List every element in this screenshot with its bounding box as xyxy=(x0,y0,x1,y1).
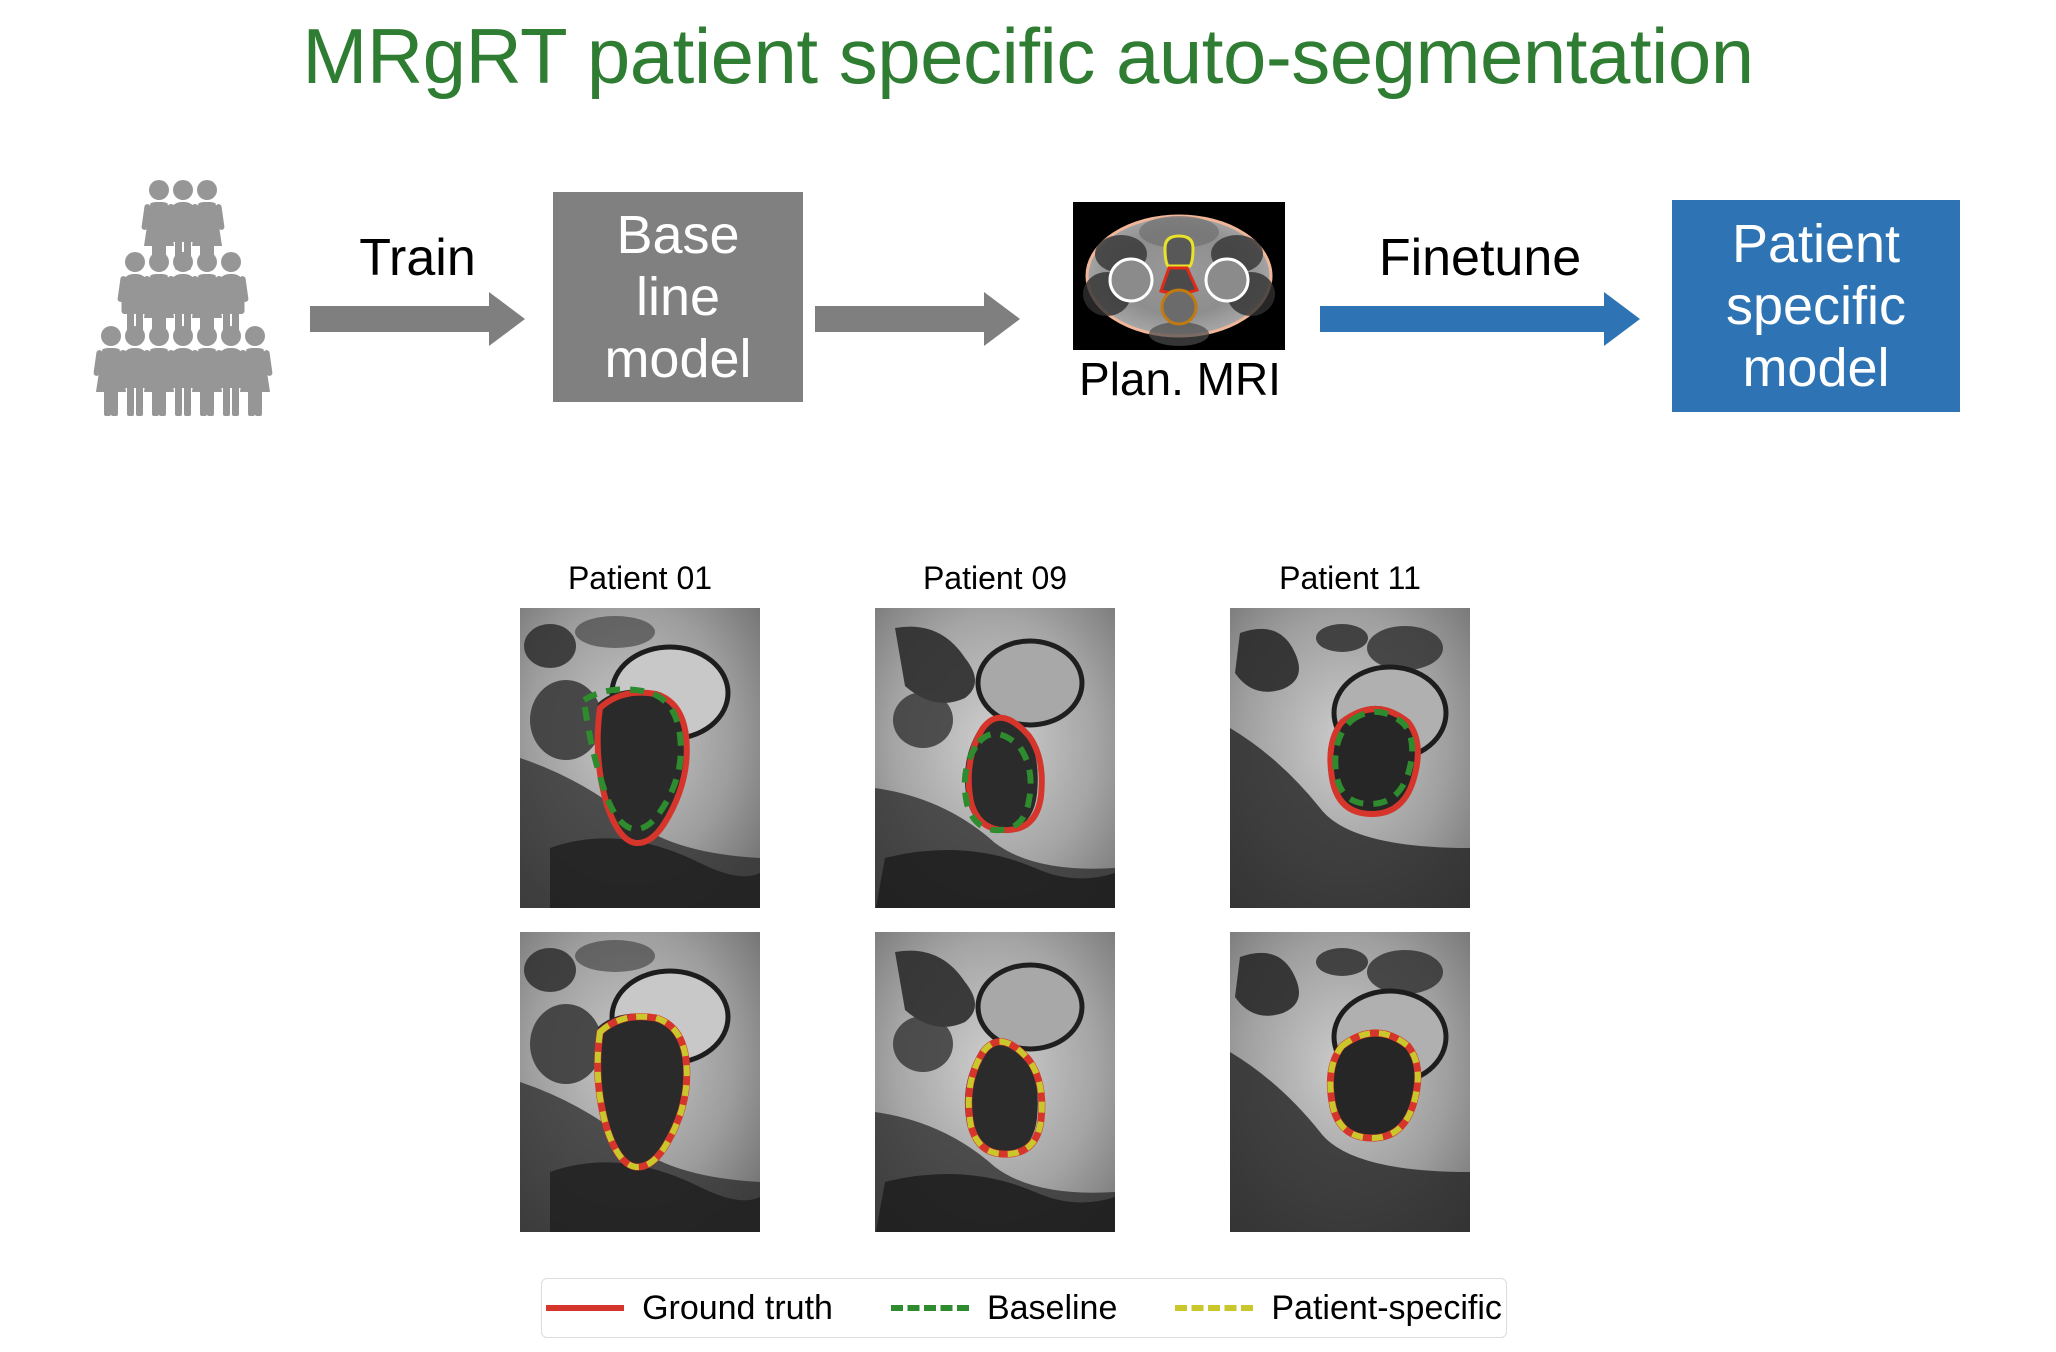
planning-mri-caption: Plan. MRI xyxy=(1079,353,1281,405)
train-arrow-head xyxy=(489,292,525,346)
contour-patient-specific xyxy=(965,1038,1045,1158)
planning-mri-image xyxy=(1073,202,1285,350)
train-arrow-label: Train xyxy=(359,229,476,287)
baseline-line-3: model xyxy=(604,329,752,389)
finetune-arrow: Finetune xyxy=(1320,229,1640,346)
train-arrow: Train xyxy=(310,229,525,346)
page-title: MRgRT patient specific auto-segmentation xyxy=(302,12,1754,100)
people-row-bottom xyxy=(58,326,308,416)
legend-swatch-baseline xyxy=(890,1305,969,1311)
column-title-patient-01: Patient 01 xyxy=(567,560,713,596)
legend-swatch-ground-truth xyxy=(546,1305,625,1311)
mri-patient-11-baseline xyxy=(1230,608,1470,908)
group-of-patients-icon xyxy=(58,180,308,416)
finetune-arrow-head xyxy=(1604,292,1640,346)
contour-ground-truth xyxy=(1327,706,1421,817)
patient-box-line-2: specific xyxy=(1725,276,1907,336)
mid-arrow-shaft xyxy=(815,306,985,332)
contour-baseline xyxy=(581,686,684,833)
baseline-model-box: Base line model xyxy=(553,192,803,402)
train-arrow-shaft xyxy=(310,306,490,332)
legend-label-patient-specific: Patient-specific xyxy=(1271,1288,1502,1327)
finetune-arrow-label: Finetune xyxy=(1378,229,1582,287)
planning-mri-thumbnail: Plan. MRI xyxy=(1073,202,1285,405)
finetune-arrow-shaft xyxy=(1320,306,1605,332)
baseline-line-2: line xyxy=(635,267,721,327)
baseline-to-mri-arrow xyxy=(815,292,1020,346)
mri-patient-09-patient-specific xyxy=(875,932,1115,1232)
pipeline-diagram: Train Base line model xyxy=(0,170,2056,490)
legend-swatch-patient-specific xyxy=(1175,1305,1254,1311)
contour-patient-specific xyxy=(1327,1030,1421,1141)
contour-baseline xyxy=(961,731,1034,834)
patient-specific-model-box: Patient specific model xyxy=(1672,200,1960,412)
legend-item-ground-truth: Ground truth xyxy=(546,1289,833,1328)
legend-label-baseline: Baseline xyxy=(986,1288,1118,1327)
mri-patient-09-baseline xyxy=(875,608,1115,908)
legend-item-baseline: Baseline xyxy=(890,1288,1118,1328)
patient-box-line-3: model xyxy=(1742,338,1890,398)
contour-ground-truth xyxy=(965,714,1045,834)
contour-baseline xyxy=(1332,709,1416,807)
mid-arrow-head xyxy=(984,292,1020,346)
segmentation-results-panel: Patient 01 Patient 09 Patient 11 xyxy=(0,560,2056,1352)
mri-patient-01-patient-specific xyxy=(520,932,760,1232)
contour-patient-specific xyxy=(594,1013,690,1171)
column-title-patient-11: Patient 11 xyxy=(1279,560,1421,596)
mri-patient-01-baseline xyxy=(520,608,760,908)
column-title-patient-09: Patient 09 xyxy=(922,560,1068,596)
legend: Ground truth Baseline Patient-specific xyxy=(541,1278,1507,1338)
legend-label-ground-truth: Ground truth xyxy=(642,1288,833,1327)
mri-patient-11-patient-specific xyxy=(1230,932,1470,1232)
baseline-line-1: Base xyxy=(616,205,740,265)
patient-box-line-1: Patient xyxy=(1731,214,1901,274)
legend-item-patient-specific: Patient-specific xyxy=(1175,1289,1502,1328)
